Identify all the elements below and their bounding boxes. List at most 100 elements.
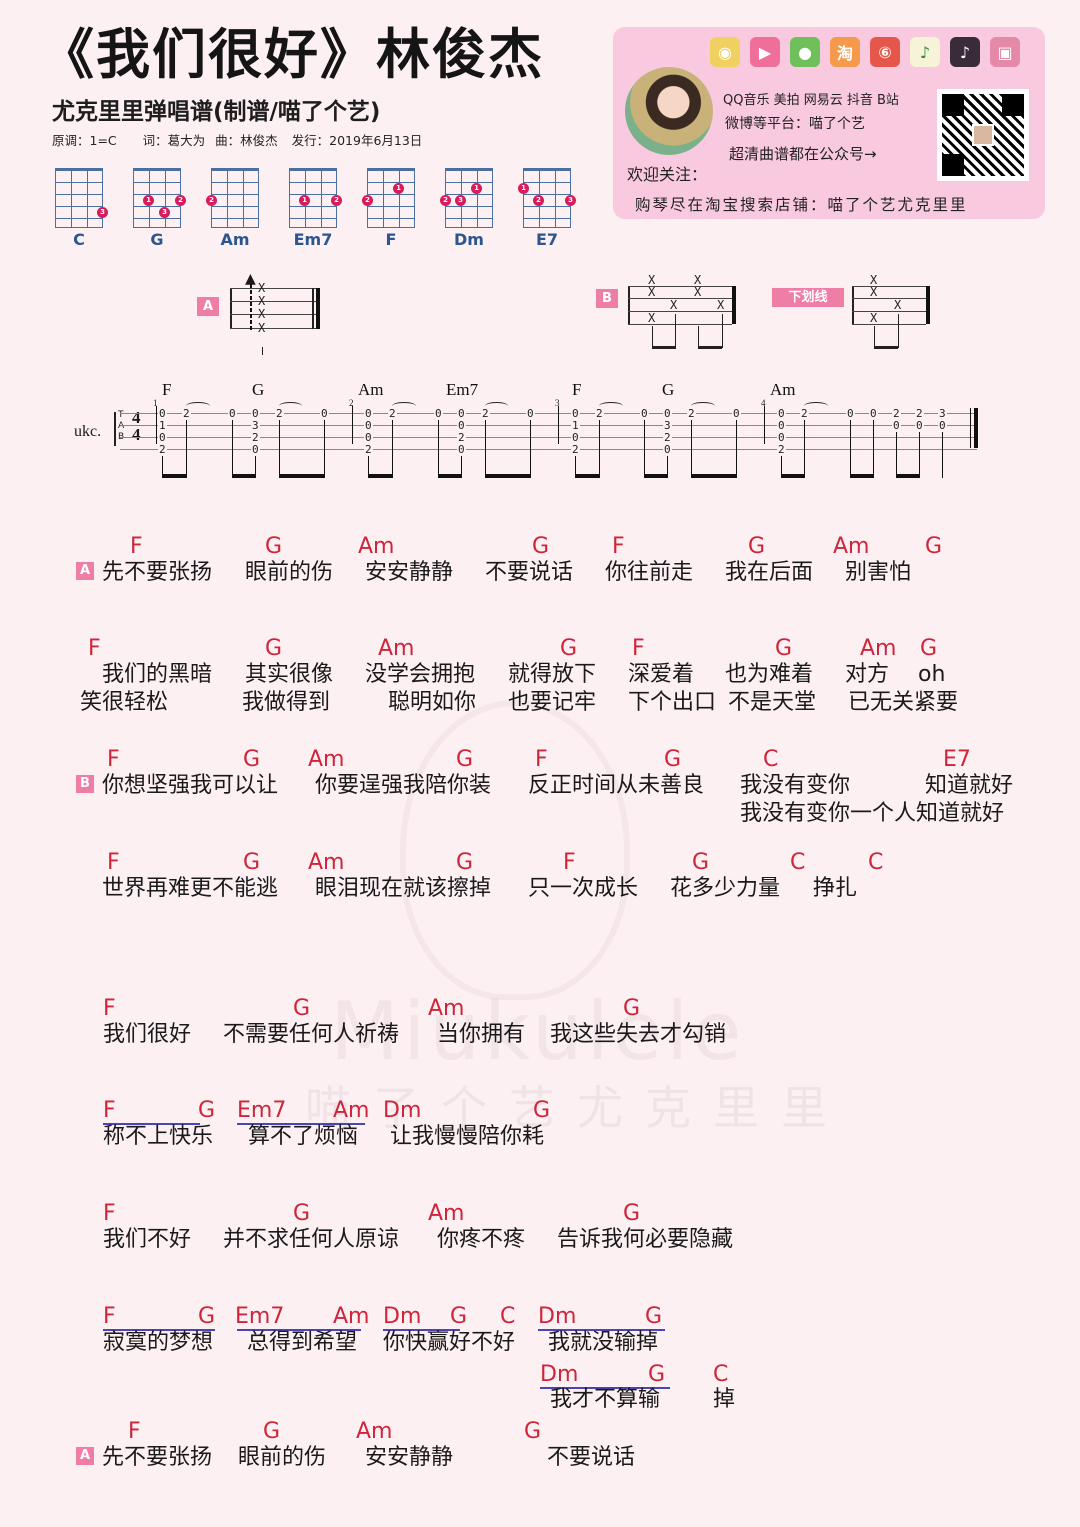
chord-symbol: G (532, 534, 550, 559)
chord-symbol: F (535, 747, 548, 772)
lyric-phrase: 当你拥有 (437, 1022, 526, 1047)
chord-symbol: Em7 (235, 1304, 285, 1329)
tab-fret-number: 2 (481, 407, 490, 420)
finger-dot: 3 (97, 207, 108, 218)
finger-dot: 2 (362, 195, 373, 206)
cat-watermark (400, 700, 630, 1000)
lyric-phrase: 我做得到 (242, 690, 331, 715)
chord-symbol: C (868, 850, 884, 875)
taobao-icon[interactable]: 淘 (830, 37, 860, 67)
finger-dot: 2 (440, 195, 451, 206)
tab-fret-number: 0 (777, 431, 786, 444)
lyric-phrase: 我这些失去才勾销 (550, 1022, 727, 1047)
strum-a-tag: A (197, 297, 219, 316)
tab-fret-number: 0 (777, 419, 786, 432)
chord-symbol: C (500, 1304, 516, 1329)
beam (485, 474, 531, 478)
tie-arc (186, 402, 210, 410)
measure-number: 3 (555, 398, 560, 408)
chord-symbol: Dm (383, 1304, 422, 1329)
tab-letters: TAB (118, 410, 125, 442)
release-date: 发行：2019年6月13日 (291, 133, 423, 148)
tab-fret-number: 2 (800, 407, 809, 420)
measure-number: 2 (349, 398, 354, 408)
section-tag-a: A (76, 562, 94, 580)
finger-dot: 1 (518, 183, 529, 194)
tab-fret-number: 0 (571, 431, 580, 444)
barline (558, 406, 559, 444)
chord-symbol: G (645, 1304, 663, 1329)
lyric-phrase: 让我慢慢陪你耗 (390, 1124, 545, 1149)
tie-arc (691, 402, 715, 410)
lyric-phrase: 挣扎 (813, 876, 858, 901)
lyric-phrase: 眼泪现在就该擦掉 (315, 876, 492, 901)
tab-fret-number: 0 (251, 407, 260, 420)
lyric-phrase: 我们很好 (103, 1022, 192, 1047)
finger-dot: 1 (299, 195, 310, 206)
chord-symbol: G (692, 850, 710, 875)
qq-music-icon[interactable]: ♪ (910, 37, 940, 67)
douyin-icon[interactable]: ♪ (950, 37, 980, 67)
tab-fret-number: 0 (846, 407, 855, 420)
lyric-phrase: 算不了烦恼 (248, 1124, 359, 1149)
tab-fret-number: 0 (777, 407, 786, 420)
wechat-icon[interactable]: ● (790, 37, 820, 67)
beam (232, 474, 256, 478)
tab-fret-number: 3 (663, 419, 672, 432)
meipai-icon[interactable]: ▶ (750, 37, 780, 67)
tab-fret-number: 2 (892, 407, 901, 420)
chord-symbol: G (456, 747, 474, 772)
qr-code[interactable] (937, 89, 1029, 181)
chord-underline (237, 1329, 361, 1331)
lyric-phrase: 没学会拥抱 (365, 662, 476, 687)
chord-symbol: G (198, 1304, 216, 1329)
song-meta: 原调：1=C 词：葛大为 曲：林俊杰 发行：2019年6月13日 (52, 130, 444, 149)
tab-fret-number: 0 (457, 443, 466, 456)
tab-fret-number: 0 (732, 407, 741, 420)
finger-dot: 3 (565, 195, 576, 206)
bilibili-icon[interactable]: ▣ (990, 37, 1020, 67)
lyric-phrase: 我在后面 (725, 560, 814, 585)
weibo-icon[interactable]: ◉ (710, 37, 740, 67)
finger-dot: 1 (143, 195, 154, 206)
watermark-text: Miukulele (330, 985, 746, 1078)
strum-pattern-b: X X X X X X X (628, 268, 738, 358)
tab-chord-label: G (252, 380, 265, 399)
finger-dot: 1 (393, 183, 404, 194)
lyric-phrase: oh (918, 662, 946, 687)
tab-fret-number: 0 (526, 407, 535, 420)
arpeggio-arrow-icon: ▲ (245, 271, 256, 287)
tab-fret-number: 0 (364, 419, 373, 432)
netease-music-icon[interactable]: ⑥ (870, 37, 900, 67)
tab-fret-number: 0 (158, 431, 167, 444)
fretboard-grid (211, 168, 259, 228)
chord-symbol: G (648, 1362, 666, 1387)
chord-name: Am (220, 230, 250, 249)
lyric-phrase: 先不要张扬 (102, 560, 213, 585)
beam (279, 474, 325, 478)
lyric-phrase: 笑很轻松 (80, 690, 169, 715)
chord-symbol: G (623, 1201, 641, 1226)
chord-underline (237, 1123, 365, 1125)
tab-chord-label: Am (770, 380, 796, 399)
tab-fret-number: 2 (663, 431, 672, 444)
chord-symbol: G (263, 1419, 281, 1444)
chord-symbol: Am (308, 850, 345, 875)
chord-symbol: F (103, 1098, 116, 1123)
promo-wechat: 超清曲谱都在公众号→ (729, 145, 877, 163)
beam (162, 474, 187, 478)
lyric-phrase: 我们的黑暗 (102, 662, 213, 687)
beam (575, 474, 600, 478)
tab-fret-number: 2 (158, 443, 167, 456)
chord-underline (103, 1123, 200, 1125)
lyric-phrase: 告诉我何必要隐藏 (557, 1227, 734, 1252)
chord-symbol: F (88, 636, 101, 661)
chord-symbol: G (450, 1304, 468, 1329)
tab-fret-number: 2 (915, 407, 924, 420)
chord-symbol: C (713, 1362, 729, 1387)
lyric-phrase: 深爱着 (628, 662, 695, 687)
